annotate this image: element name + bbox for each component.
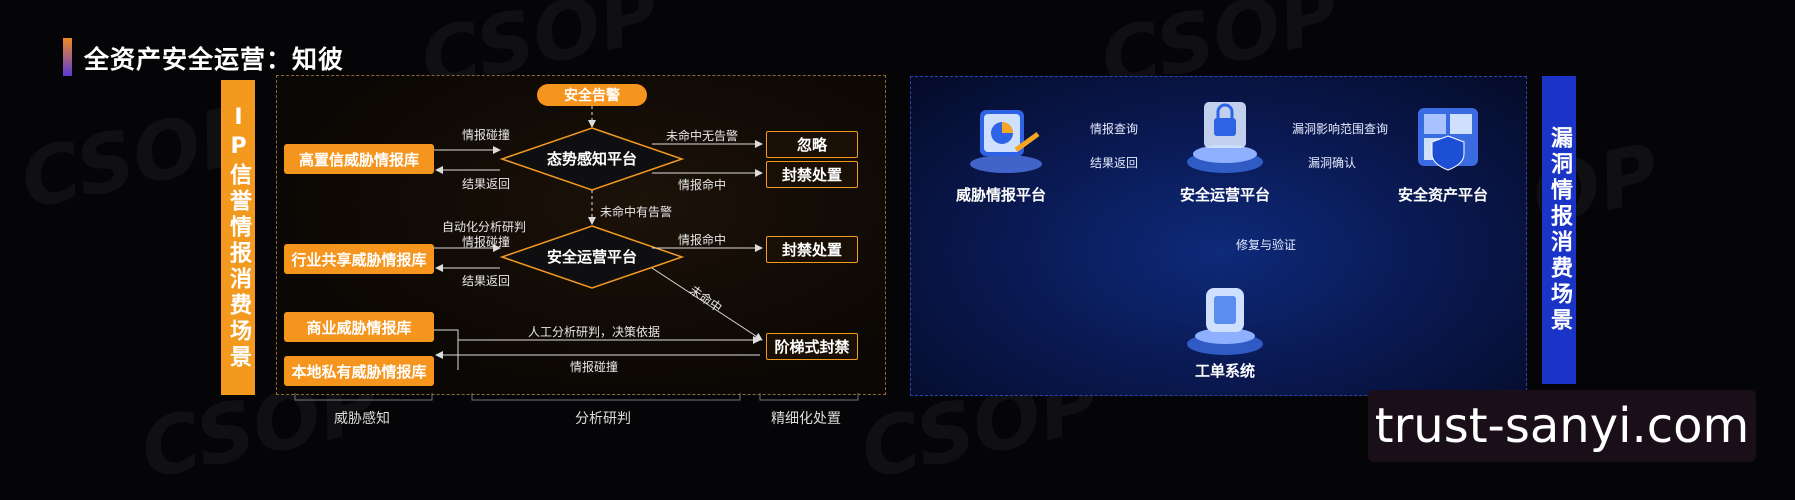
stage-label-perception: 威胁感知 <box>334 411 390 427</box>
edge-label: 情报查询 <box>1090 122 1139 136</box>
secops-diamond <box>499 225 685 289</box>
vuln-intel-scenario-label: 漏洞情报消费场景 <box>1542 76 1576 384</box>
edge-label: 未命中有告警 <box>600 205 673 219</box>
page-title: 全资产安全运营：知彼 <box>84 45 345 74</box>
ticket-system-label: 工单系统 <box>1195 362 1256 380</box>
edge-label: 结果返回 <box>462 177 511 191</box>
title-accent-bar <box>63 38 72 76</box>
stage-label-disposal: 精细化处置 <box>771 411 841 427</box>
source-industry-shared: 行业共享威胁情报库 <box>284 244 434 274</box>
secops-platform-label: 安全运营平台 <box>546 248 637 266</box>
asset-platform-icon <box>1418 108 1478 171</box>
edge-label: 情报碰撞 <box>462 235 511 249</box>
edge-label: 情报命中 <box>678 233 727 247</box>
asset-platform-label: 安全资产平台 <box>1398 186 1489 204</box>
threat-intel-icon <box>970 110 1042 173</box>
edge-label: 漏洞影响范围查询 <box>1292 122 1389 136</box>
edge-label: 情报碰撞 <box>462 128 511 142</box>
threat-intel-platform-label: 威胁情报平台 <box>956 186 1047 204</box>
edge-label: 情报碰撞 <box>570 360 619 374</box>
action-block-2: 封禁处置 <box>766 236 858 263</box>
edge-label: 未命中无告警 <box>666 129 739 143</box>
security-alert-pill: 安全告警 <box>537 84 647 106</box>
edge-label: 自动化分析研判 <box>442 220 527 234</box>
edge-label: 情报命中 <box>678 178 727 192</box>
source-commercial: 商业威胁情报库 <box>284 312 434 342</box>
action-ignore: 忽略 <box>766 131 858 158</box>
action-tiered-block: 阶梯式封禁 <box>766 333 858 360</box>
source-high-confidence: 高置信威胁情报库 <box>284 144 434 174</box>
ticket-system-icon <box>1187 288 1263 355</box>
ip-reputation-scenario-label: IP信誉情报消费场景 <box>221 80 255 395</box>
secops-platform-right-label: 安全运营平台 <box>1180 186 1271 204</box>
edge-label: 结果返回 <box>1090 156 1139 170</box>
edge-label: 漏洞确认 <box>1308 156 1357 170</box>
edge-label: 人工分析研判，决策依据 <box>528 325 661 339</box>
action-block-1: 封禁处置 <box>766 161 858 188</box>
edge-label: 修复与验证 <box>1236 238 1297 252</box>
situation-platform-label: 态势感知平台 <box>546 150 637 168</box>
secops-platform-icon <box>1187 102 1263 173</box>
site-watermark: trust-sanyi.com <box>1368 390 1756 462</box>
source-local-private: 本地私有威胁情报库 <box>284 356 434 386</box>
stage-label-analysis: 分析研判 <box>575 411 631 427</box>
edge-label: 结果返回 <box>462 274 511 288</box>
